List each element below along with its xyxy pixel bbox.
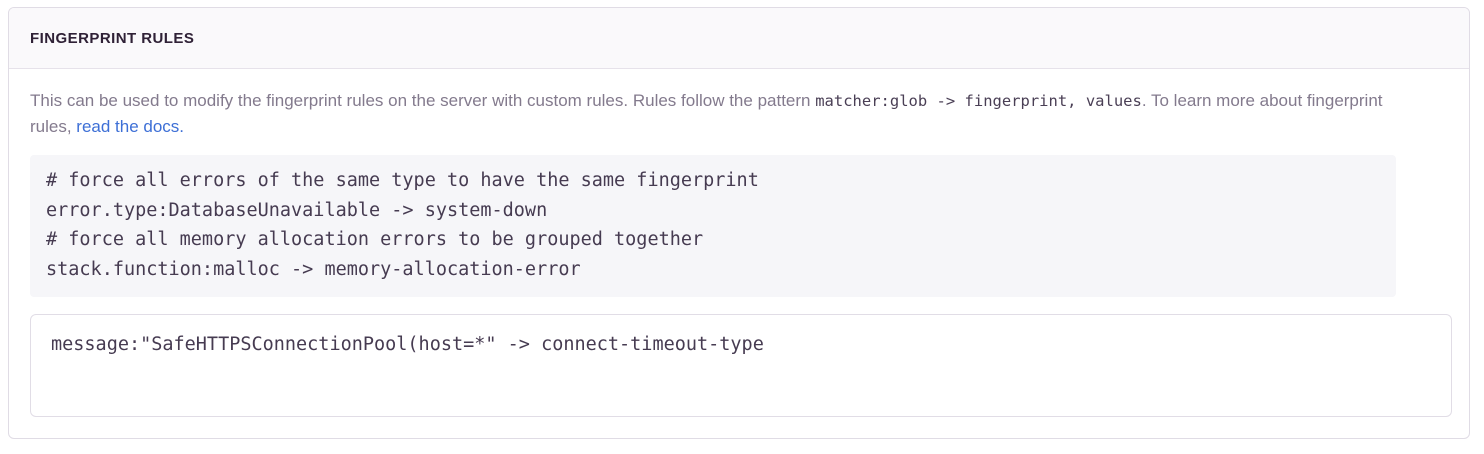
panel-header: FINGERPRINT RULES <box>9 8 1469 69</box>
inline-code-pattern: matcher:glob -> fingerprint, values <box>815 92 1142 110</box>
page-title: FINGERPRINT RULES <box>30 29 195 47</box>
panel-description: This can be used to modify the fingerpri… <box>30 88 1390 140</box>
example-rules-code: # force all errors of the same type to h… <box>46 170 759 280</box>
description-lead-text: This can be used to modify the fingerpri… <box>30 91 816 110</box>
read-the-docs-link[interactable]: read the docs. <box>76 117 185 136</box>
description-middle-text: . To learn more about fingerprint rules, <box>30 91 1383 136</box>
panel-body: This can be used to modify the fingerpri… <box>9 69 1469 417</box>
fingerprint-rules-input[interactable] <box>30 314 1452 417</box>
fingerprint-rules-panel: FINGERPRINT RULES This can be used to mo… <box>8 7 1470 439</box>
example-rules-code-block: # force all errors of the same type to h… <box>30 155 1396 297</box>
